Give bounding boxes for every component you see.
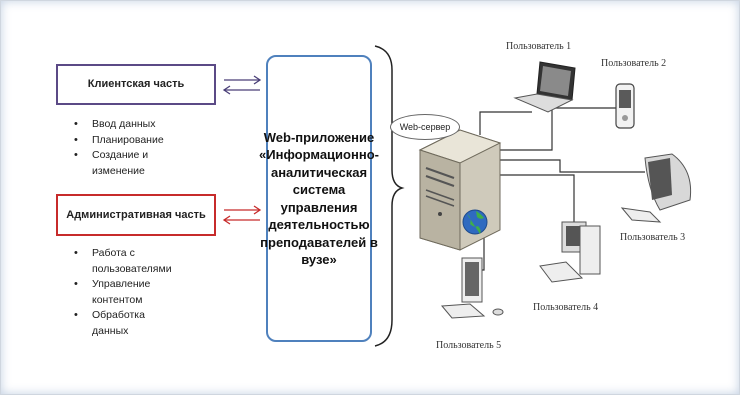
network-lines (476, 107, 645, 271)
list-item: Работа с пользователями (72, 246, 202, 277)
pda-icon (615, 83, 635, 129)
admin-part-box: Административная часть (56, 194, 216, 236)
list-item: Создание и изменение (72, 148, 172, 179)
user-3-label: Пользователь 3 (620, 232, 686, 243)
admin-part-title: Административная часть (66, 208, 206, 221)
web-server-label: Web-сервер (390, 114, 460, 140)
admin-features-list: Работа с пользователями Управление конте… (72, 246, 202, 339)
client-features-list: Ввод данных Планирование Создание и изме… (72, 117, 172, 179)
server-icon (418, 129, 502, 251)
user-1-label: Пользователь 1 (506, 41, 572, 52)
crt-monitor-icon (620, 153, 692, 223)
admin-arrows (222, 205, 262, 225)
list-item: Ввод данных (72, 117, 172, 133)
user-4-label: Пользователь 4 (533, 302, 599, 313)
user-2-label: Пользователь 2 (601, 58, 667, 69)
client-part-title: Клиентская часть (87, 78, 185, 90)
client-part-box: Клиентская часть (56, 64, 216, 105)
user-5-label: Пользователь 5 (436, 340, 502, 351)
list-item: Планирование (72, 133, 172, 149)
laptop-icon (513, 61, 576, 113)
web-application-box: Web-приложение «Информационно-аналитичес… (259, 55, 379, 342)
brace (374, 45, 405, 347)
list-item: Обработка данных (72, 308, 182, 339)
list-item: Управление контентом (72, 277, 192, 308)
globe-icon (462, 209, 488, 235)
desktop-pc-icon (539, 221, 601, 283)
flat-monitor-icon (440, 257, 504, 319)
web-application-title: Web-приложение «Информационно-аналитичес… (259, 129, 379, 268)
client-arrows (222, 75, 262, 95)
